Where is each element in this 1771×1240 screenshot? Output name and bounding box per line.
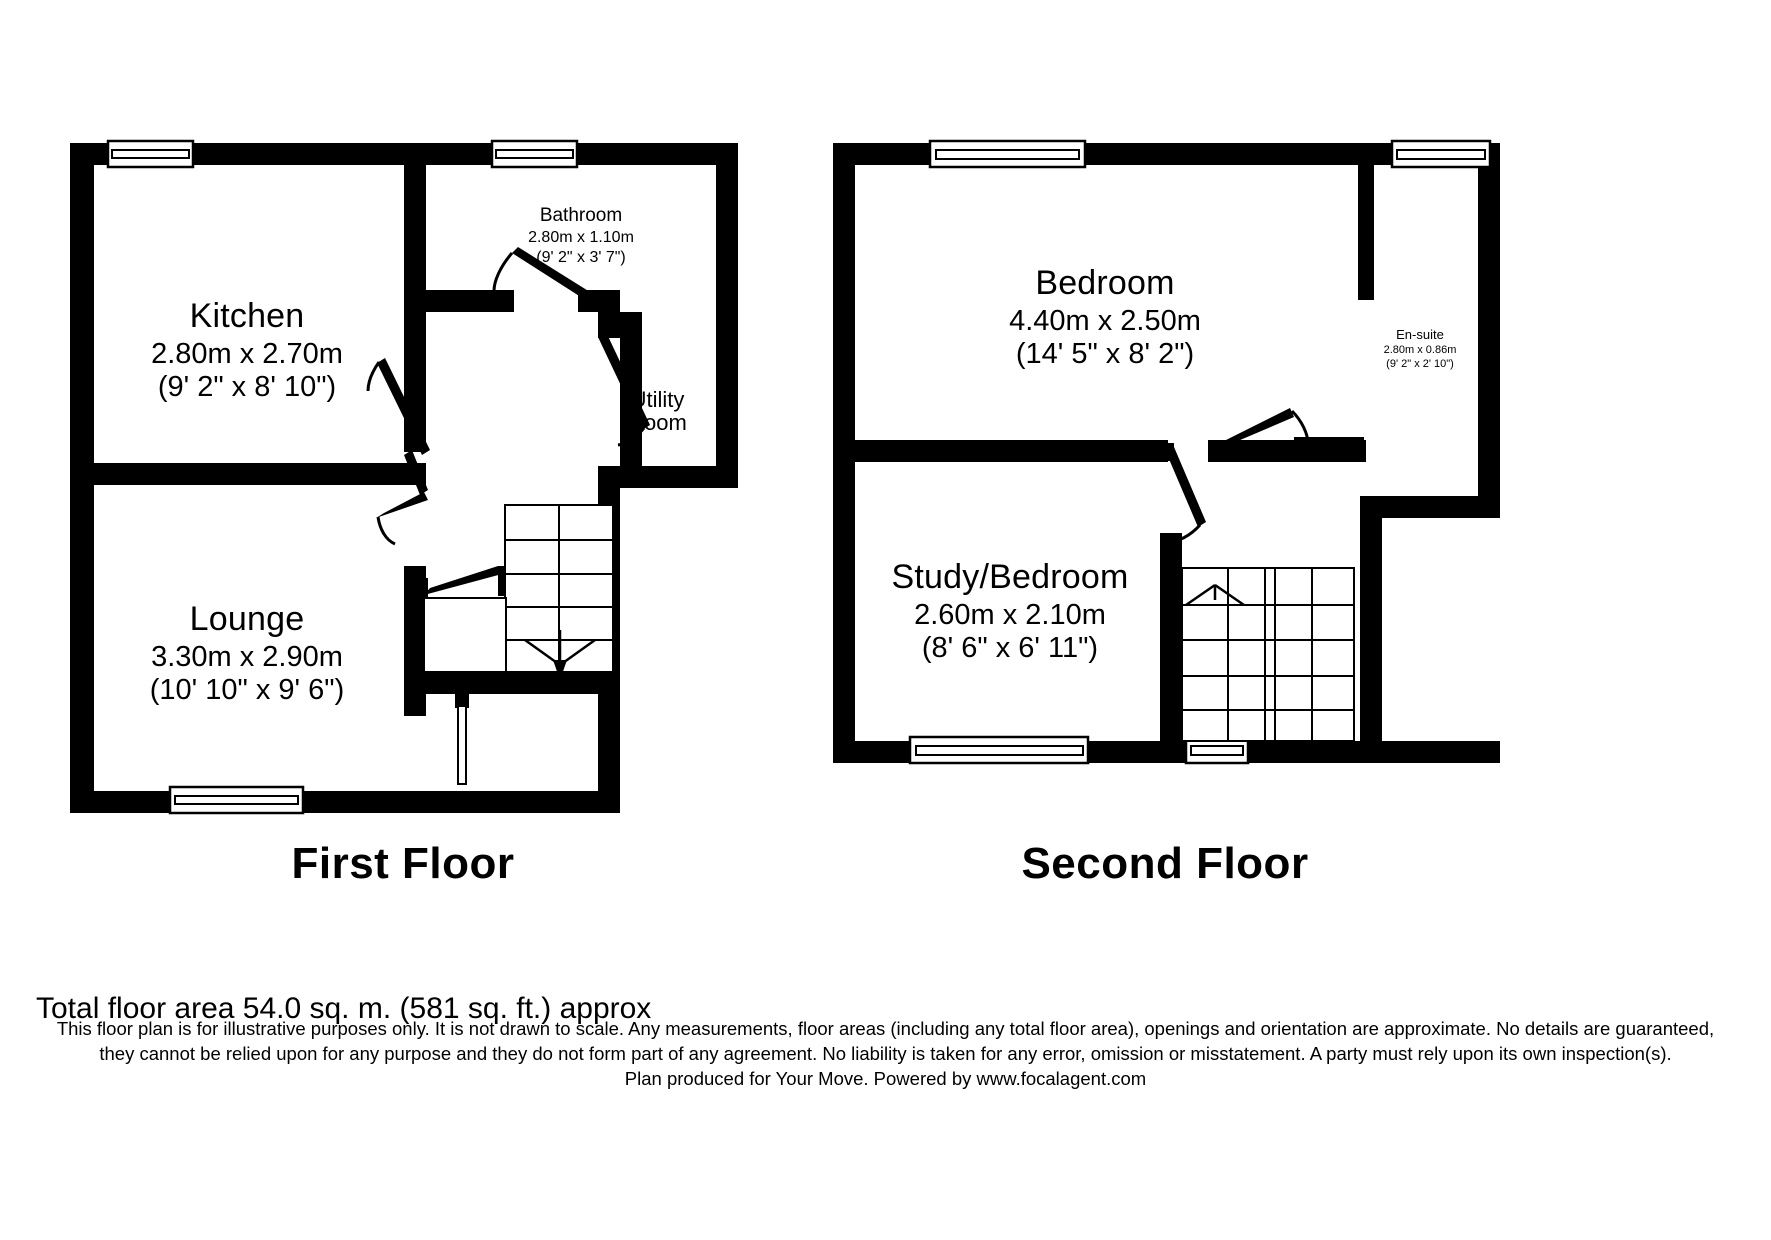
room-label-kitchen: Kitchen [189, 297, 305, 335]
room-dims-en-suite-imperial: (9' 2" x 2' 10") [1386, 358, 1454, 370]
second-floor-stairs [1181, 567, 1355, 742]
room-label-utility-line1: Utility [630, 387, 685, 412]
room-dims-bathroom-metric: 2.80m x 1.10m [528, 229, 634, 246]
room-dims-kitchen-metric: 2.80m x 2.70m [151, 338, 343, 370]
disclaimer-line-1: This floor plan is for illustrative purp… [56, 1018, 1715, 1039]
disclaimer-line-3: Plan produced for Your Move. Powered by … [624, 1068, 1147, 1089]
room-dims-lounge-imperial: (10' 10" x 9' 6") [149, 674, 345, 706]
first-floor-drawing [70, 139, 738, 815]
room-dims-study-bedroom-metric: 2.60m x 2.10m [914, 599, 1106, 631]
room-dims-bedroom-metric: 4.40m x 2.50m [1009, 305, 1201, 337]
room-label-bathroom: Bathroom [539, 205, 623, 226]
room-label-en-suite: En-suite [1396, 327, 1444, 342]
room-label-lounge: Lounge [189, 600, 305, 638]
floor-title-second: Second Floor [1021, 839, 1309, 888]
room-dims-study-bedroom-imperial: (8' 6" x 6' 11") [921, 632, 1099, 664]
room-label-study-bedroom: Study/Bedroom [891, 558, 1129, 596]
total-floor-area: Total floor area 54.0 sq. m. (581 sq. ft… [36, 992, 652, 1025]
first-floor-stairs [423, 504, 614, 680]
room-dims-lounge-metric: 3.30m x 2.90m [151, 641, 343, 673]
room-label-bedroom: Bedroom [1035, 264, 1175, 302]
room-dims-bathroom-imperial: (9' 2" x 3' 7") [536, 249, 626, 266]
room-dims-kitchen-imperial: (9' 2" x 8' 10") [157, 371, 337, 403]
room-dims-bedroom-imperial: (14' 5" x 8' 2") [1015, 338, 1195, 370]
disclaimer-line-2: they cannot be relied upon for any purpo… [99, 1043, 1672, 1064]
room-dims-en-suite-metric: 2.80m x 0.86m [1383, 344, 1457, 356]
second-floor-drawing [833, 139, 1500, 765]
floor-title-first: First Floor [291, 839, 515, 888]
room-label-utility-line2: Room [628, 410, 687, 435]
